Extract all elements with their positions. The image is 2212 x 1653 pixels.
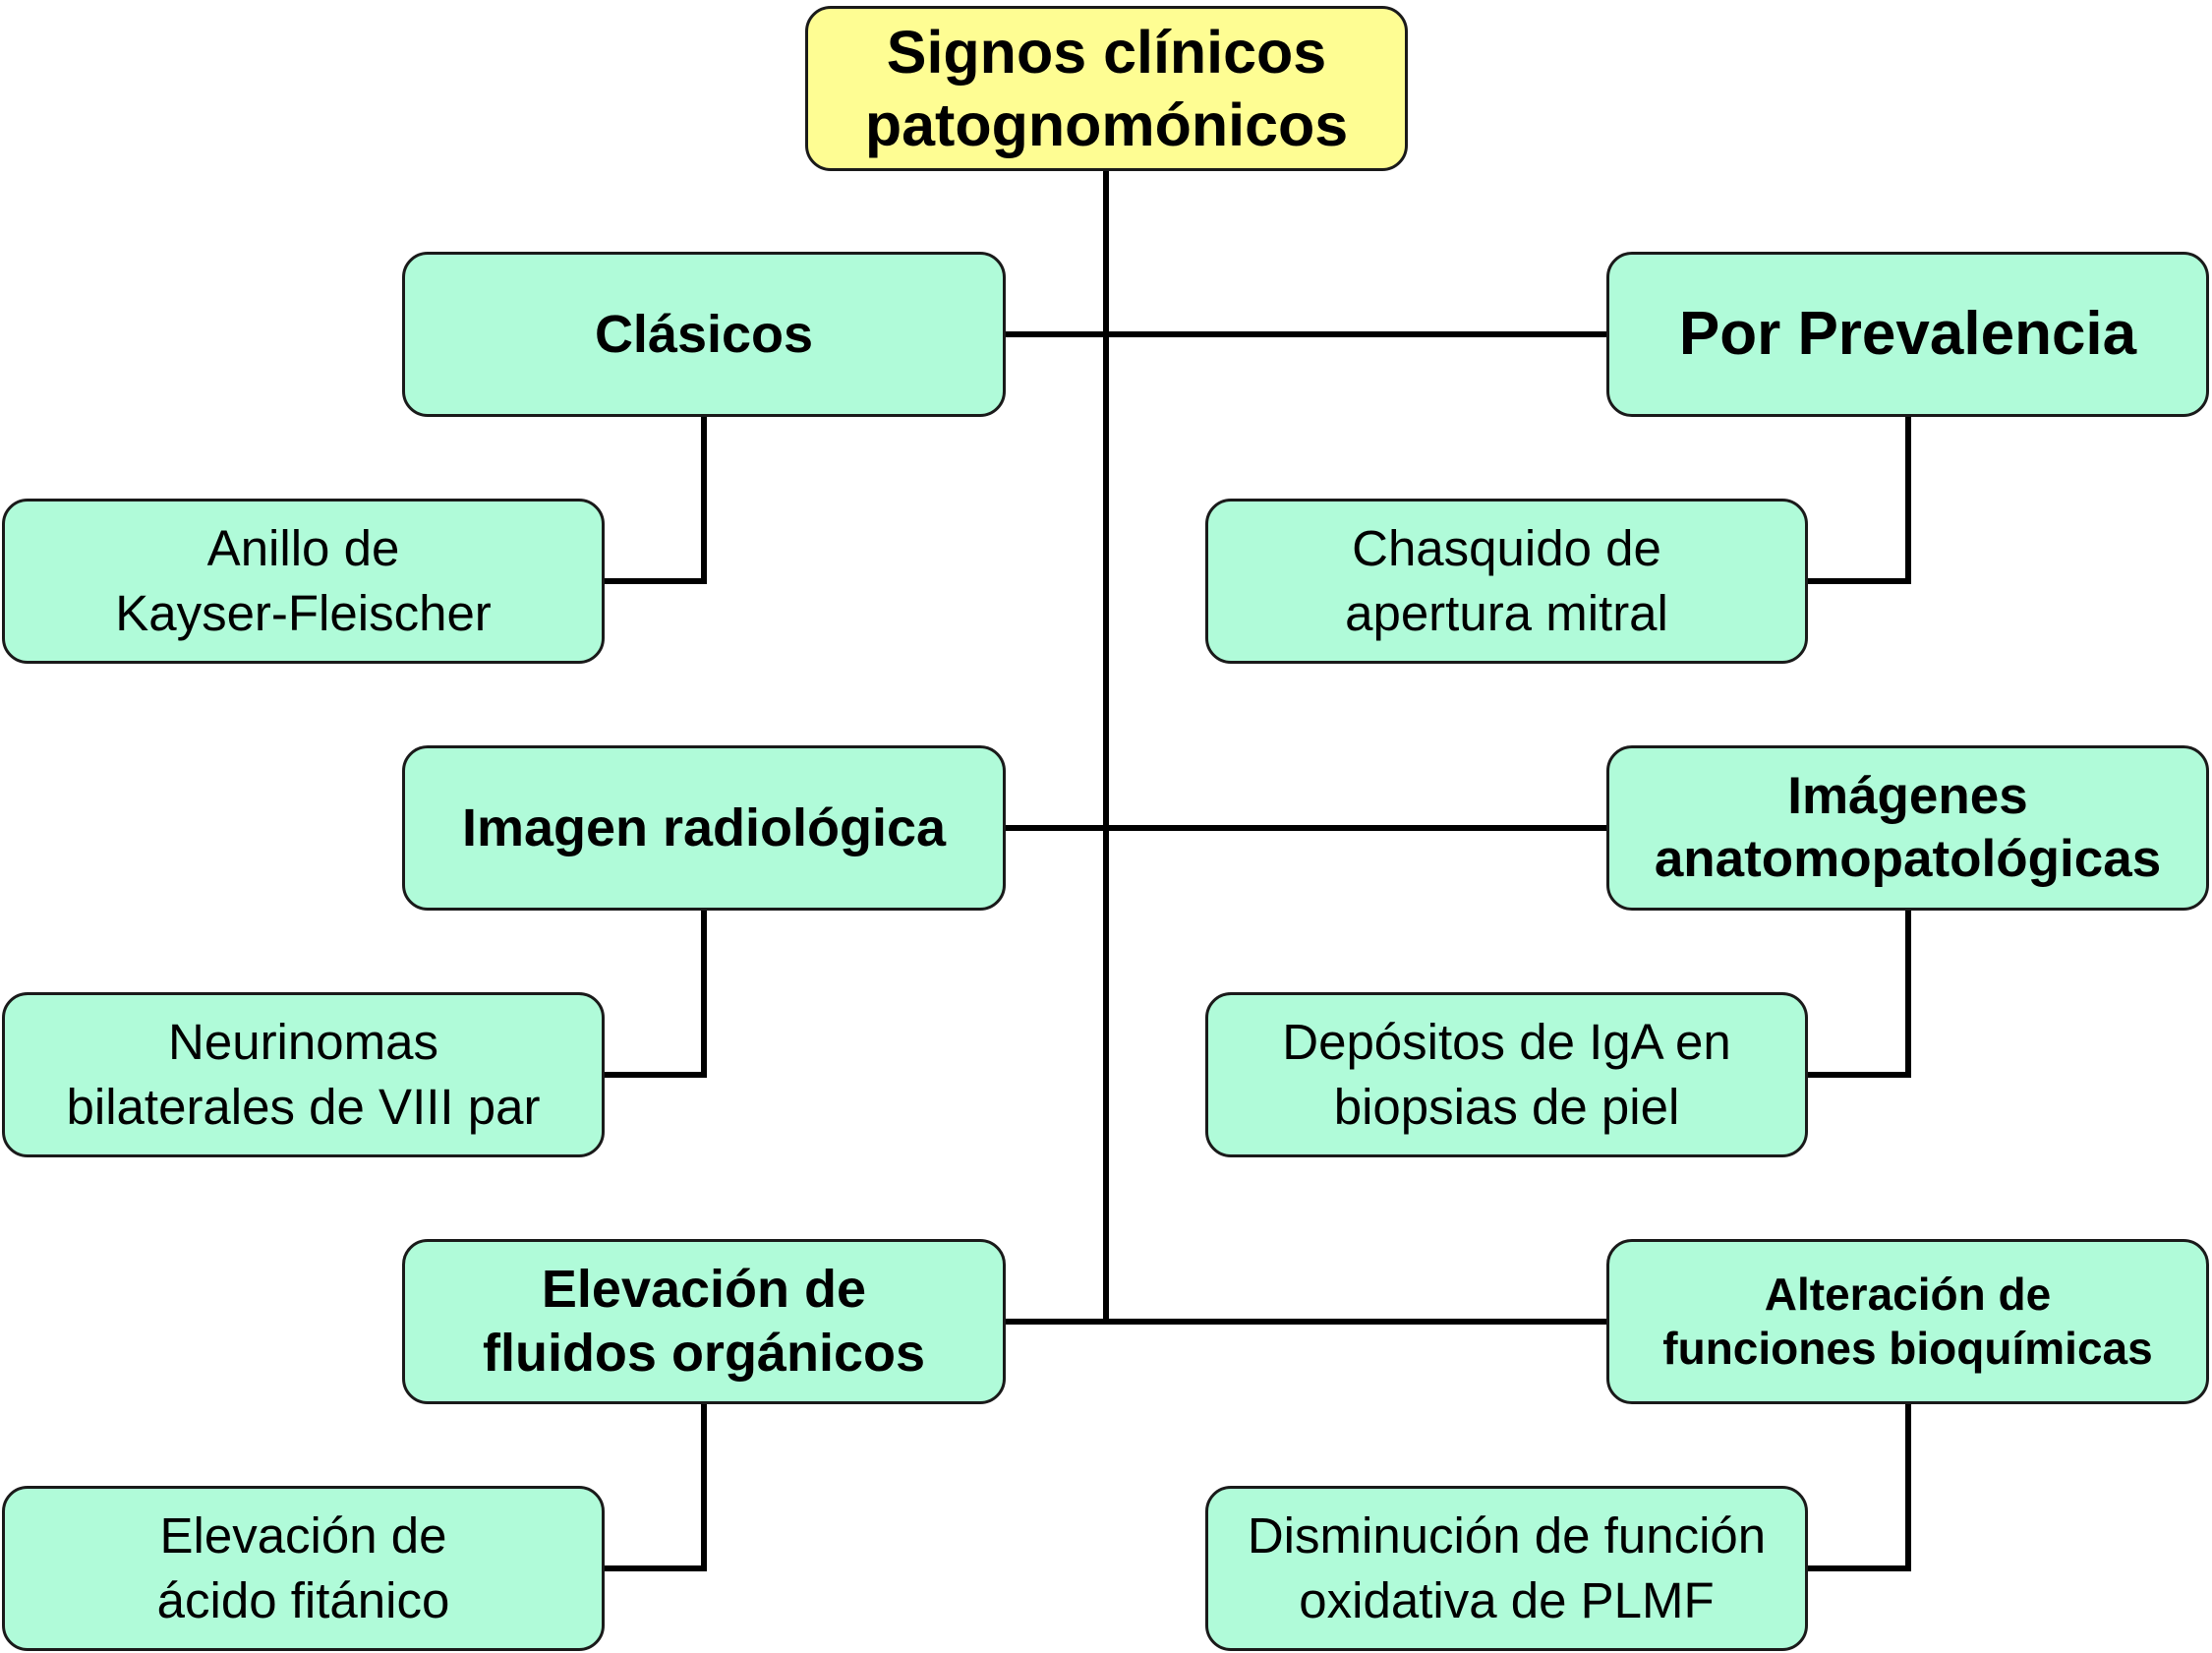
root-node-label: Signos clínicos patognomónicos xyxy=(864,18,1349,158)
category-node-radiologica: Imagen radiológica xyxy=(402,745,1006,911)
example-node-acido-fitanico: Elevación de ácido fitánico xyxy=(2,1486,605,1651)
example-node-neurinomas: Neurinomas bilaterales de VIII par xyxy=(2,992,605,1157)
category-label: Clásicos xyxy=(594,304,814,364)
category-node-prevalencia: Por Prevalencia xyxy=(1606,252,2209,417)
example-label: Neurinomas bilaterales de VIII par xyxy=(66,1013,541,1135)
category-node-anatomopatologicas: Imágenes anatomopatológicas xyxy=(1606,745,2209,911)
example-label: Elevación de ácido fitánico xyxy=(156,1506,450,1628)
category-node-clasicos: Clásicos xyxy=(402,252,1006,417)
example-label: Disminución de función oxidativa de PLMF xyxy=(1247,1506,1767,1628)
example-label: Depósitos de IgA en biopsias de piel xyxy=(1282,1013,1731,1135)
category-label: Imagen radiológica xyxy=(461,797,947,857)
example-node-iga: Depósitos de IgA en biopsias de piel xyxy=(1205,992,1808,1157)
example-label: Chasquido de apertura mitral xyxy=(1345,519,1668,641)
example-node-chasquido: Chasquido de apertura mitral xyxy=(1205,499,1808,664)
category-label: Imágenes anatomopatológicas xyxy=(1654,767,2162,888)
root-node: Signos clínicos patognomónicos xyxy=(805,6,1408,171)
category-node-fluidos: Elevación de fluidos orgánicos xyxy=(402,1239,1006,1404)
category-label: Alteración de funciones bioquímicas xyxy=(1662,1268,2153,1374)
category-label: Por Prevalencia xyxy=(1678,299,2137,368)
example-label: Anillo de Kayser-Fleischer xyxy=(115,519,492,641)
category-node-bioquimicas: Alteración de funciones bioquímicas xyxy=(1606,1239,2209,1404)
category-label: Elevación de fluidos orgánicos xyxy=(482,1260,926,1383)
example-node-kayser-fleischer: Anillo de Kayser-Fleischer xyxy=(2,499,605,664)
example-node-plmf: Disminución de función oxidativa de PLMF xyxy=(1205,1486,1808,1651)
